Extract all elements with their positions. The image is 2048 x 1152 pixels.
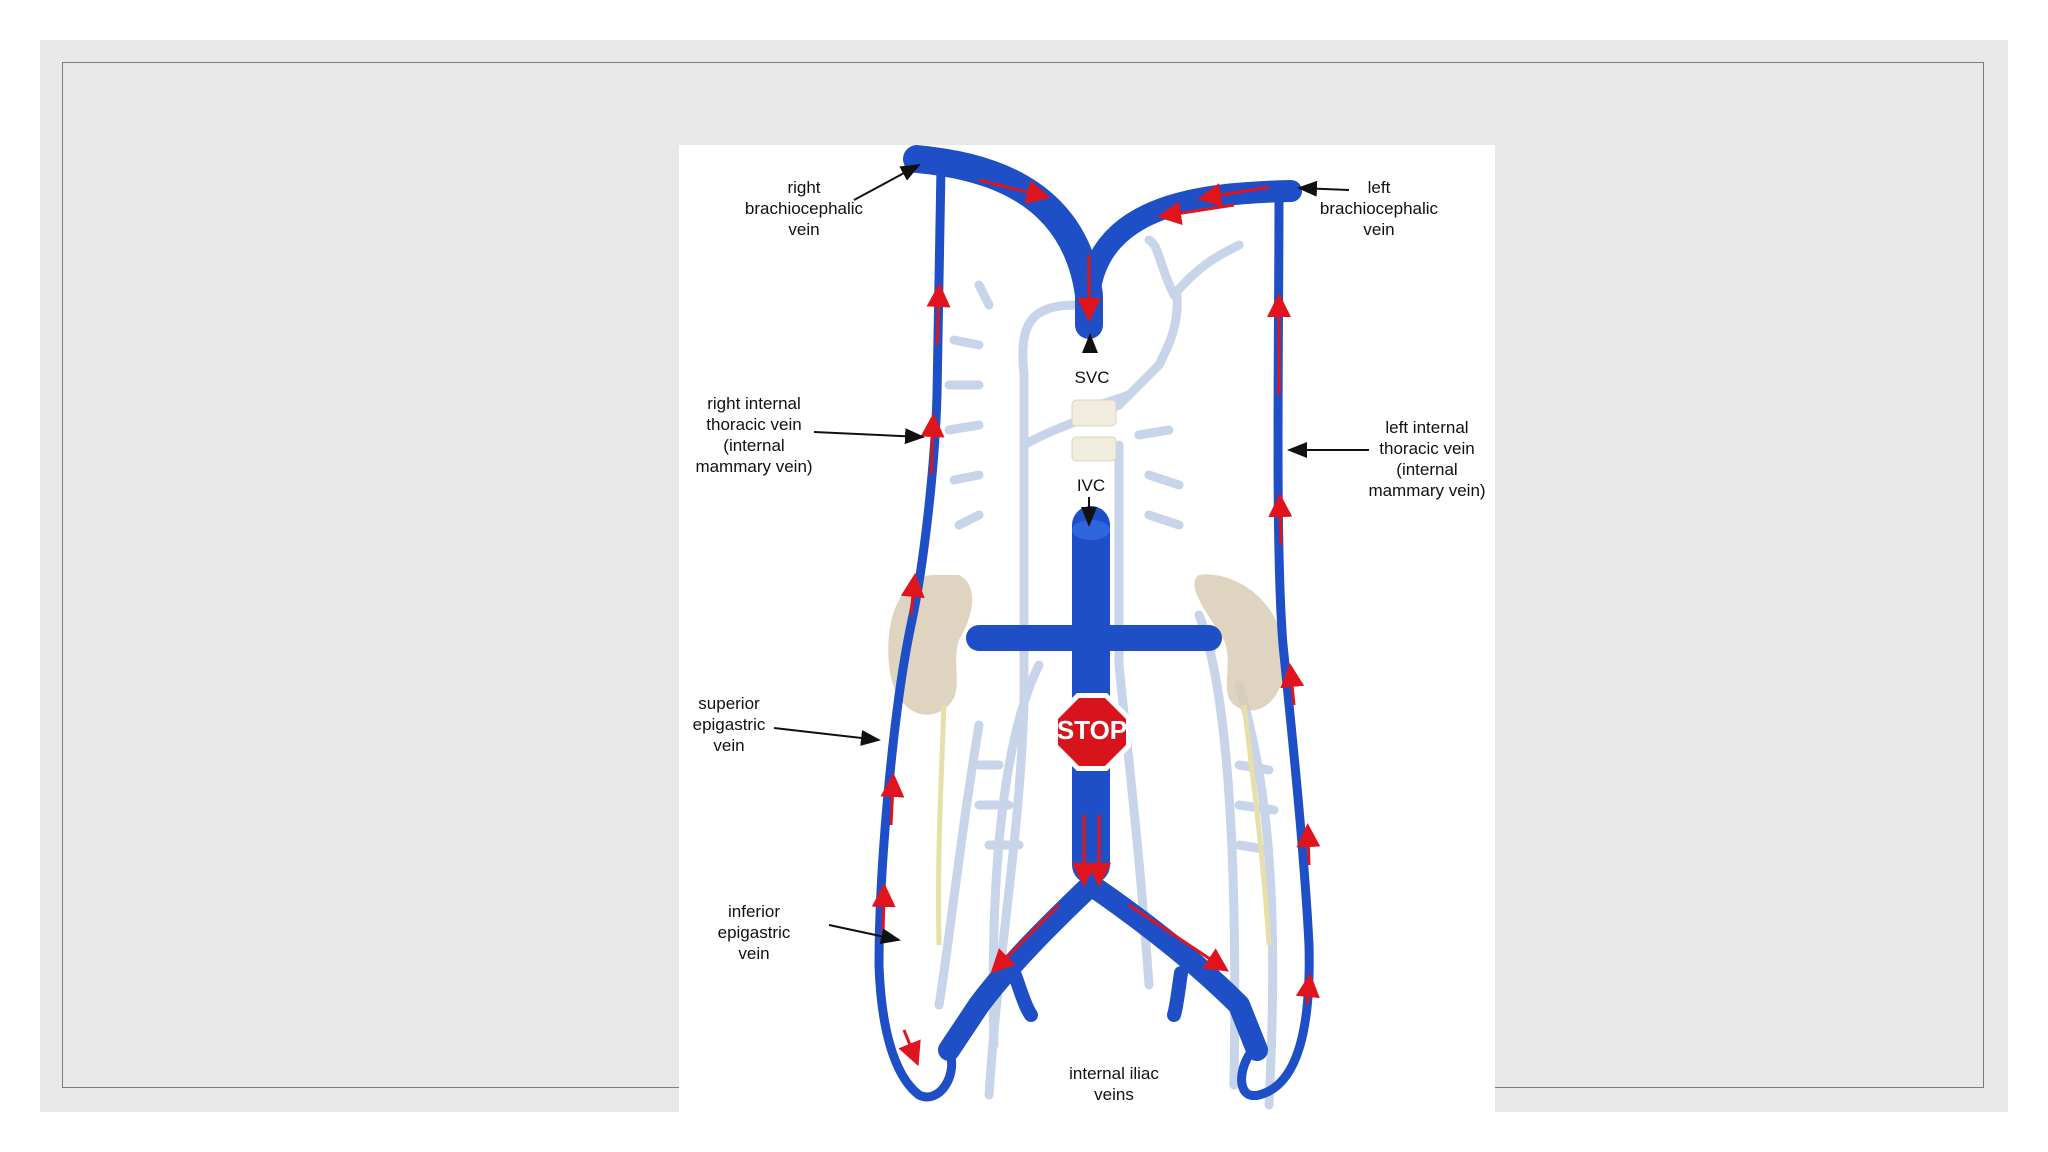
label-right-internal-thoracic-vein: right internal thoracic vein (internal m…: [695, 394, 813, 476]
ureters: [935, 704, 1272, 946]
label-internal-iliac-veins: internal iliac veins: [1069, 1064, 1159, 1104]
spinal-vertebrae: [1071, 399, 1117, 462]
label-ivc: IVC: [1076, 476, 1106, 495]
label-svc: SVC: [1074, 368, 1110, 387]
label-left-brachiocephalic-vein: left brachiocephalic vein: [1319, 178, 1439, 239]
stop-sign-icon: [1053, 693, 1131, 771]
flow-arrows: [871, 178, 1321, 1067]
leader-lines: [773, 164, 1369, 945]
kidney-left-image: [888, 575, 973, 715]
ivc-opening: [1072, 520, 1110, 540]
stop-sign-text: STOP: [1056, 715, 1128, 745]
slide-frame: right brachiocephalic vein left brachioc…: [62, 62, 1984, 1133]
main-veins: [874, 145, 1314, 1102]
kidney-right-image: [1194, 574, 1285, 711]
label-superior-epigastric-vein: superior epigastric vein: [692, 694, 766, 755]
slide-background: right brachiocephalic vein left brachioc…: [40, 40, 2008, 1133]
label-right-brachiocephalic-vein: right brachiocephalic vein: [744, 178, 864, 239]
label-inferior-epigastric-vein: inferior epigastric vein: [717, 902, 791, 963]
diagram-svg: [773, 145, 1369, 1110]
venous-collateral-diagram: right brachiocephalic vein left brachioc…: [679, 145, 1495, 1133]
label-left-internal-thoracic-vein: left internal thoracic vein (internal ma…: [1368, 418, 1486, 500]
